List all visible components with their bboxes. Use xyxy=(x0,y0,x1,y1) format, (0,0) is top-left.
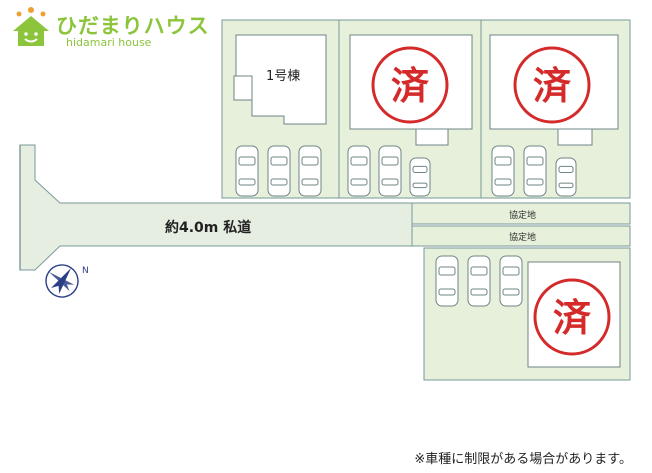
car-11 xyxy=(467,255,491,307)
vehicle-restriction-note: ※車種に制限がある場合があります。 xyxy=(414,452,632,467)
car-4 xyxy=(347,145,371,197)
north-arrow-icon xyxy=(45,264,79,298)
road-label: 約4.0m 私道 xyxy=(165,219,251,236)
agreement-land-label-2: 協定地 xyxy=(509,231,536,243)
car-9 xyxy=(555,157,577,197)
car-3 xyxy=(298,145,322,197)
parking-spaces xyxy=(235,145,577,307)
agreement-strip-1 xyxy=(411,202,631,225)
house-smile-icon xyxy=(13,7,49,46)
lot-1-label: 1号棟 xyxy=(266,69,300,84)
brand-name-en: hidamari house xyxy=(66,36,152,49)
brand-name-ja: ひだまりハウス xyxy=(56,14,210,38)
car-6 xyxy=(409,157,431,197)
sold-stamp-lot-4: 済 xyxy=(533,278,611,356)
brand-logo: ひだまりハウス hidamari house xyxy=(6,4,209,52)
svg-text:済: 済 xyxy=(553,296,592,340)
svg-text:済: 済 xyxy=(533,64,572,108)
agreement-land-label-1: 協定地 xyxy=(509,209,536,221)
car-10 xyxy=(435,255,459,307)
car-2 xyxy=(267,145,291,197)
sold-stamp-lot-2: 済 xyxy=(371,46,449,124)
svg-text:N: N xyxy=(82,266,89,276)
sold-stamp-lot-3: 済 xyxy=(513,46,591,124)
agreement-strip-2 xyxy=(411,225,631,247)
car-1 xyxy=(235,145,259,197)
car-12 xyxy=(499,255,523,307)
car-8 xyxy=(523,145,547,197)
car-5 xyxy=(378,145,402,197)
car-7 xyxy=(491,145,515,197)
svg-text:済: 済 xyxy=(391,64,430,108)
